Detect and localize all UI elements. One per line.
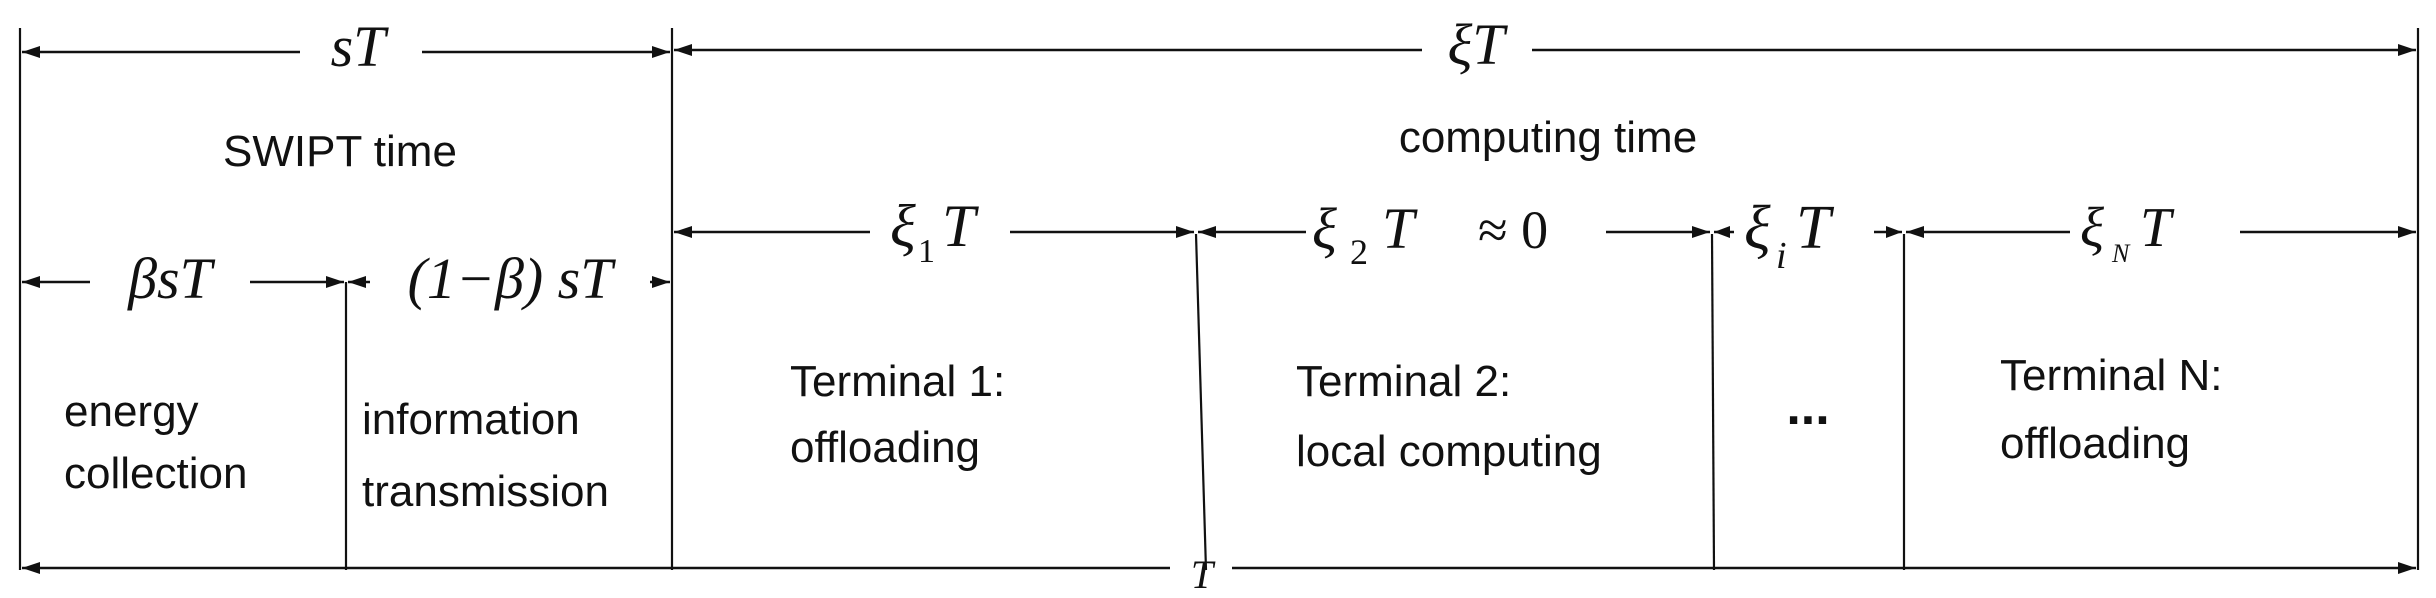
xi1T-xi: ξ	[890, 193, 916, 259]
swipt-time-label: SWIPT time	[223, 127, 457, 176]
terminal1-terminal2-boundary-line	[1194, 233, 1208, 571]
terminal2-line1: Terminal 2:	[1296, 357, 1511, 406]
approx-zero-label: ≈ 0	[1478, 200, 1548, 260]
sT-label: sT	[331, 14, 390, 79]
energy-collection-line1: energy	[64, 387, 199, 436]
xi2T-span-arrow	[1198, 226, 1710, 238]
sT-span-arrow	[22, 46, 670, 58]
total-T-label: T	[1191, 552, 1216, 597]
xi2T-subscript: 2	[1350, 232, 1368, 272]
xi1T-subscript: 1	[918, 233, 935, 270]
total-T-span-arrow	[22, 562, 2416, 574]
xiiT-T: T	[1796, 194, 1835, 262]
terminalN-line2: offloading	[2000, 419, 2190, 468]
xi1T-span-arrow	[674, 226, 1194, 238]
info-transmission-line2: transmission	[362, 467, 609, 516]
terminal1-line2: offloading	[790, 423, 980, 472]
xiNT-span-arrow	[1906, 226, 2416, 238]
terminal2-dots-boundary-line	[1710, 233, 1716, 571]
beta-sT-span-arrow	[22, 276, 344, 288]
xiNT-xi: ξ	[2080, 197, 2104, 259]
xi1T-T: T	[942, 193, 979, 259]
xi2T-xi: ξ	[1312, 196, 1337, 261]
terminalN-line1: Terminal N:	[2000, 351, 2223, 400]
beta-sT-label: βsT	[127, 246, 215, 311]
xiNT-subscript: N	[2111, 239, 2131, 268]
info-transmission-line1: information	[362, 395, 580, 444]
one-minus-beta-sT-span-arrow	[348, 276, 670, 288]
computing-time-label: computing time	[1399, 113, 1697, 162]
energy-collection-line2: collection	[64, 449, 247, 498]
terminal2-line2: local computing	[1296, 427, 1602, 476]
xiT-label: ξT	[1447, 12, 1508, 77]
xiiT-xi: ξ	[1744, 194, 1771, 262]
xiiT-subscript: i	[1776, 235, 1787, 277]
ellipsis-label: ...	[1786, 378, 1829, 436]
xiiT-span-arrow	[1714, 226, 1902, 238]
xiNT-T: T	[2140, 197, 2175, 259]
xiT-span-arrow	[674, 44, 2416, 56]
terminal1-line1: Terminal 1:	[790, 357, 1005, 406]
xi2T-T: T	[1382, 196, 1418, 261]
one-minus-beta-sT-label: (1−β) sT	[408, 246, 617, 311]
